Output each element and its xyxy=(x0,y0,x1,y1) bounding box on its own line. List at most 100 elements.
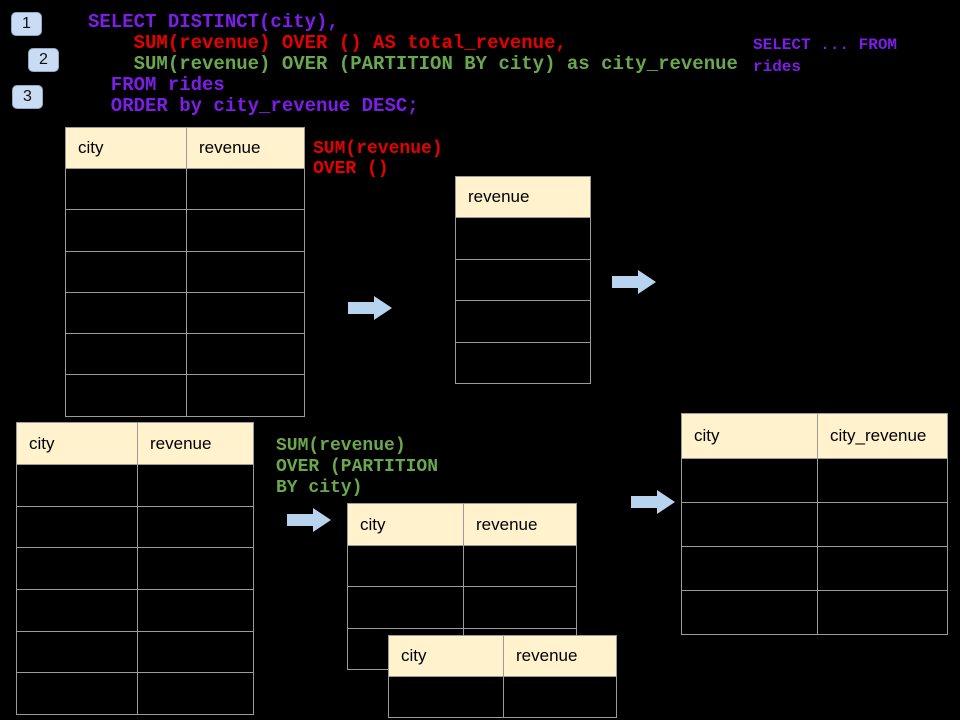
table-cell xyxy=(17,506,138,548)
table-header-row: city revenue xyxy=(17,423,253,464)
column-header: revenue xyxy=(468,187,530,206)
table-row xyxy=(66,168,304,210)
table-partition-mid: city revenue xyxy=(347,503,577,670)
column-header: revenue xyxy=(150,433,212,453)
sql-code-line: SELECT DISTINCT(city), xyxy=(88,11,339,33)
sql-code-line: ORDER by city_revenue DESC; xyxy=(88,95,419,117)
table-cell xyxy=(456,301,590,342)
annotation-line: BY city) xyxy=(276,478,363,498)
table-cell xyxy=(138,548,253,589)
table-cell xyxy=(389,677,504,717)
column-header: city xyxy=(348,504,464,545)
sql-code-line: SUM(revenue) OVER () AS total_revenue, xyxy=(88,32,567,54)
annotation-line: OVER (PARTITION xyxy=(276,457,439,477)
table-row xyxy=(456,341,590,384)
table-city-revenue-result: city city_revenue xyxy=(681,413,948,635)
table-cell xyxy=(66,169,187,210)
table-cell xyxy=(187,169,304,209)
table-cell xyxy=(464,587,576,627)
table-row xyxy=(17,589,253,631)
table-row xyxy=(682,458,947,502)
table-cell xyxy=(818,503,947,546)
table-cell xyxy=(187,375,304,415)
table-cell xyxy=(66,210,187,251)
table-row xyxy=(17,464,253,506)
table-body xyxy=(682,458,947,634)
table-cell xyxy=(464,546,576,586)
step-badge-1: 1 xyxy=(11,12,42,36)
table-cell xyxy=(66,334,187,375)
table-cell xyxy=(138,465,253,506)
table-row xyxy=(17,630,253,673)
table-cell xyxy=(818,547,947,590)
table-row xyxy=(456,258,590,301)
flow-arrow-icon xyxy=(348,296,392,320)
flow-arrow-icon xyxy=(287,508,331,532)
table-row xyxy=(66,333,304,375)
table-cell xyxy=(138,632,253,673)
table-cell xyxy=(682,503,818,546)
table-row xyxy=(348,586,576,628)
table-cell xyxy=(348,546,464,587)
table-source-bottom: city revenue xyxy=(16,422,254,716)
column-header: city xyxy=(17,423,138,464)
table-cell xyxy=(17,548,138,590)
table-row xyxy=(66,374,304,416)
flow-arrow-icon xyxy=(612,270,656,294)
table-partition-overlay: city revenue xyxy=(388,635,617,718)
step-badge-3: 3 xyxy=(12,85,43,109)
table-header-row: city revenue xyxy=(348,504,576,545)
annotation-line: SUM(revenue) xyxy=(313,139,443,159)
annotation-line: SUM(revenue) xyxy=(276,436,406,456)
table-cell xyxy=(187,293,304,333)
annotation-line: SELECT ... FROM xyxy=(753,36,898,54)
table-row xyxy=(682,502,947,546)
table-cell xyxy=(138,673,253,714)
column-header: city xyxy=(66,128,187,168)
table-total-revenue-result: revenue xyxy=(455,176,591,384)
table-cell xyxy=(348,587,464,628)
table-header-row: city city_revenue xyxy=(682,414,947,458)
table-header-row: city revenue xyxy=(389,636,616,676)
table-cell xyxy=(17,465,138,506)
column-header: city_revenue xyxy=(830,426,927,445)
table-cell xyxy=(66,251,187,292)
table-body xyxy=(456,217,590,383)
sql-code-line: FROM rides xyxy=(88,74,225,96)
table-source-top: city revenue xyxy=(65,127,305,417)
table-body xyxy=(389,676,616,717)
table-cell xyxy=(17,673,138,715)
table-cell xyxy=(504,677,616,717)
table-cell xyxy=(66,292,187,334)
table-header-row: revenue xyxy=(456,177,590,217)
table-row xyxy=(348,545,576,587)
table-cell xyxy=(187,334,304,374)
annotation-line: rides xyxy=(753,58,802,76)
table-row xyxy=(17,505,253,548)
table-cell xyxy=(17,631,138,673)
annotation-line: OVER () xyxy=(313,159,389,179)
table-row xyxy=(66,250,304,292)
table-row xyxy=(66,209,304,251)
column-header: revenue xyxy=(516,646,578,665)
column-header: revenue xyxy=(476,514,538,534)
table-cell xyxy=(682,459,818,502)
table-cell xyxy=(17,590,138,631)
table-cell xyxy=(818,459,947,502)
table-row xyxy=(17,672,253,715)
table-row xyxy=(456,217,590,259)
table-row xyxy=(682,546,947,590)
table-row xyxy=(66,291,304,334)
table-cell xyxy=(456,260,590,301)
table-row xyxy=(456,300,590,342)
table-cell xyxy=(682,591,818,634)
table-cell xyxy=(138,507,253,548)
table-cell xyxy=(682,547,818,590)
sql-code-line: SUM(revenue) OVER (PARTITION BY city) as… xyxy=(88,53,738,75)
flow-arrow-icon xyxy=(631,490,675,514)
annotation-total-revenue: SUM(revenue)OVER () xyxy=(313,139,443,179)
table-body xyxy=(66,168,304,416)
table-cell xyxy=(456,343,590,384)
